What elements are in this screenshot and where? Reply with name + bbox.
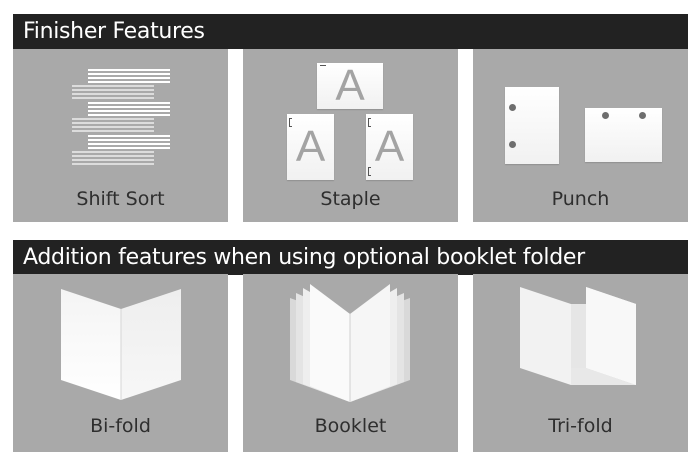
tri-fold-label: Tri-fold (548, 415, 613, 437)
staple-mark-icon (368, 167, 371, 176)
punch-page-portrait (505, 87, 559, 164)
staple-mark-icon (289, 118, 292, 127)
bi-fold-icon (61, 289, 181, 400)
punch-label: Punch (551, 188, 610, 210)
bi-fold-panel: Bi-fold (13, 274, 228, 452)
punch-hole-icon (602, 112, 609, 119)
booklet-panel: Booklet (243, 274, 458, 452)
tri-fold-panel: Tri-fold (473, 274, 688, 452)
staple-page-right: A (366, 114, 413, 180)
punch-hole-icon (639, 112, 646, 119)
booklet-icon (290, 284, 410, 402)
tri-fold-icon (520, 287, 636, 385)
staple-label: Staple (320, 188, 381, 210)
booklet-label: Booklet (314, 415, 387, 437)
shift-sort-panel: Shift Sort (13, 49, 228, 222)
bi-fold-label: Bi-fold (90, 415, 151, 437)
shift-sort-label: Shift Sort (76, 188, 165, 210)
punch-hole-icon (509, 141, 516, 148)
staple-panel: A A A Staple (243, 49, 458, 222)
punch-page-landscape (585, 108, 662, 162)
shift-sort-icon (72, 69, 170, 165)
staple-page-top: A (317, 63, 383, 109)
staple-page-left: A (287, 114, 334, 180)
punch-hole-icon (509, 104, 516, 111)
staple-mark-icon (320, 65, 326, 66)
punch-panel: Punch (473, 49, 688, 222)
booklet-folder-features-header: Addition features when using optional bo… (13, 240, 688, 275)
staple-mark-icon (368, 118, 371, 127)
finisher-features-header: Finisher Features (13, 14, 688, 49)
